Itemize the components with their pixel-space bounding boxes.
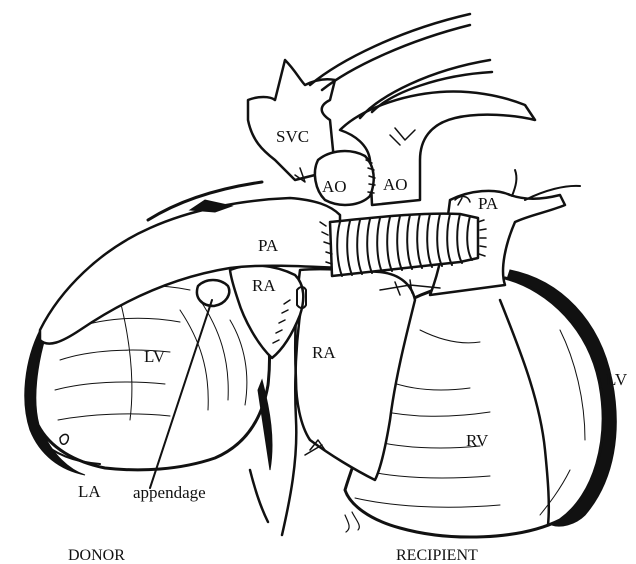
label-ra-donor: RA	[252, 276, 276, 295]
caption-donor: DONOR	[68, 547, 125, 564]
label-la: LA	[78, 482, 101, 501]
label-appendage: appendage	[133, 483, 206, 502]
label-ao-recipient: AO	[383, 175, 408, 194]
label-ra-recipient: RA	[312, 343, 336, 362]
label-pa-recipient: PA	[478, 194, 499, 213]
label-rv: RV	[466, 431, 489, 450]
label-svc: SVC	[276, 127, 309, 146]
label-pa-donor: PA	[258, 236, 279, 255]
label-lv-recipient: LV	[606, 370, 628, 389]
label-lv-donor: LV	[144, 347, 166, 366]
appendage-structure	[197, 280, 229, 306]
label-ao-donor: AO	[322, 177, 347, 196]
caption-recipient: RECIPIENT	[396, 547, 478, 564]
